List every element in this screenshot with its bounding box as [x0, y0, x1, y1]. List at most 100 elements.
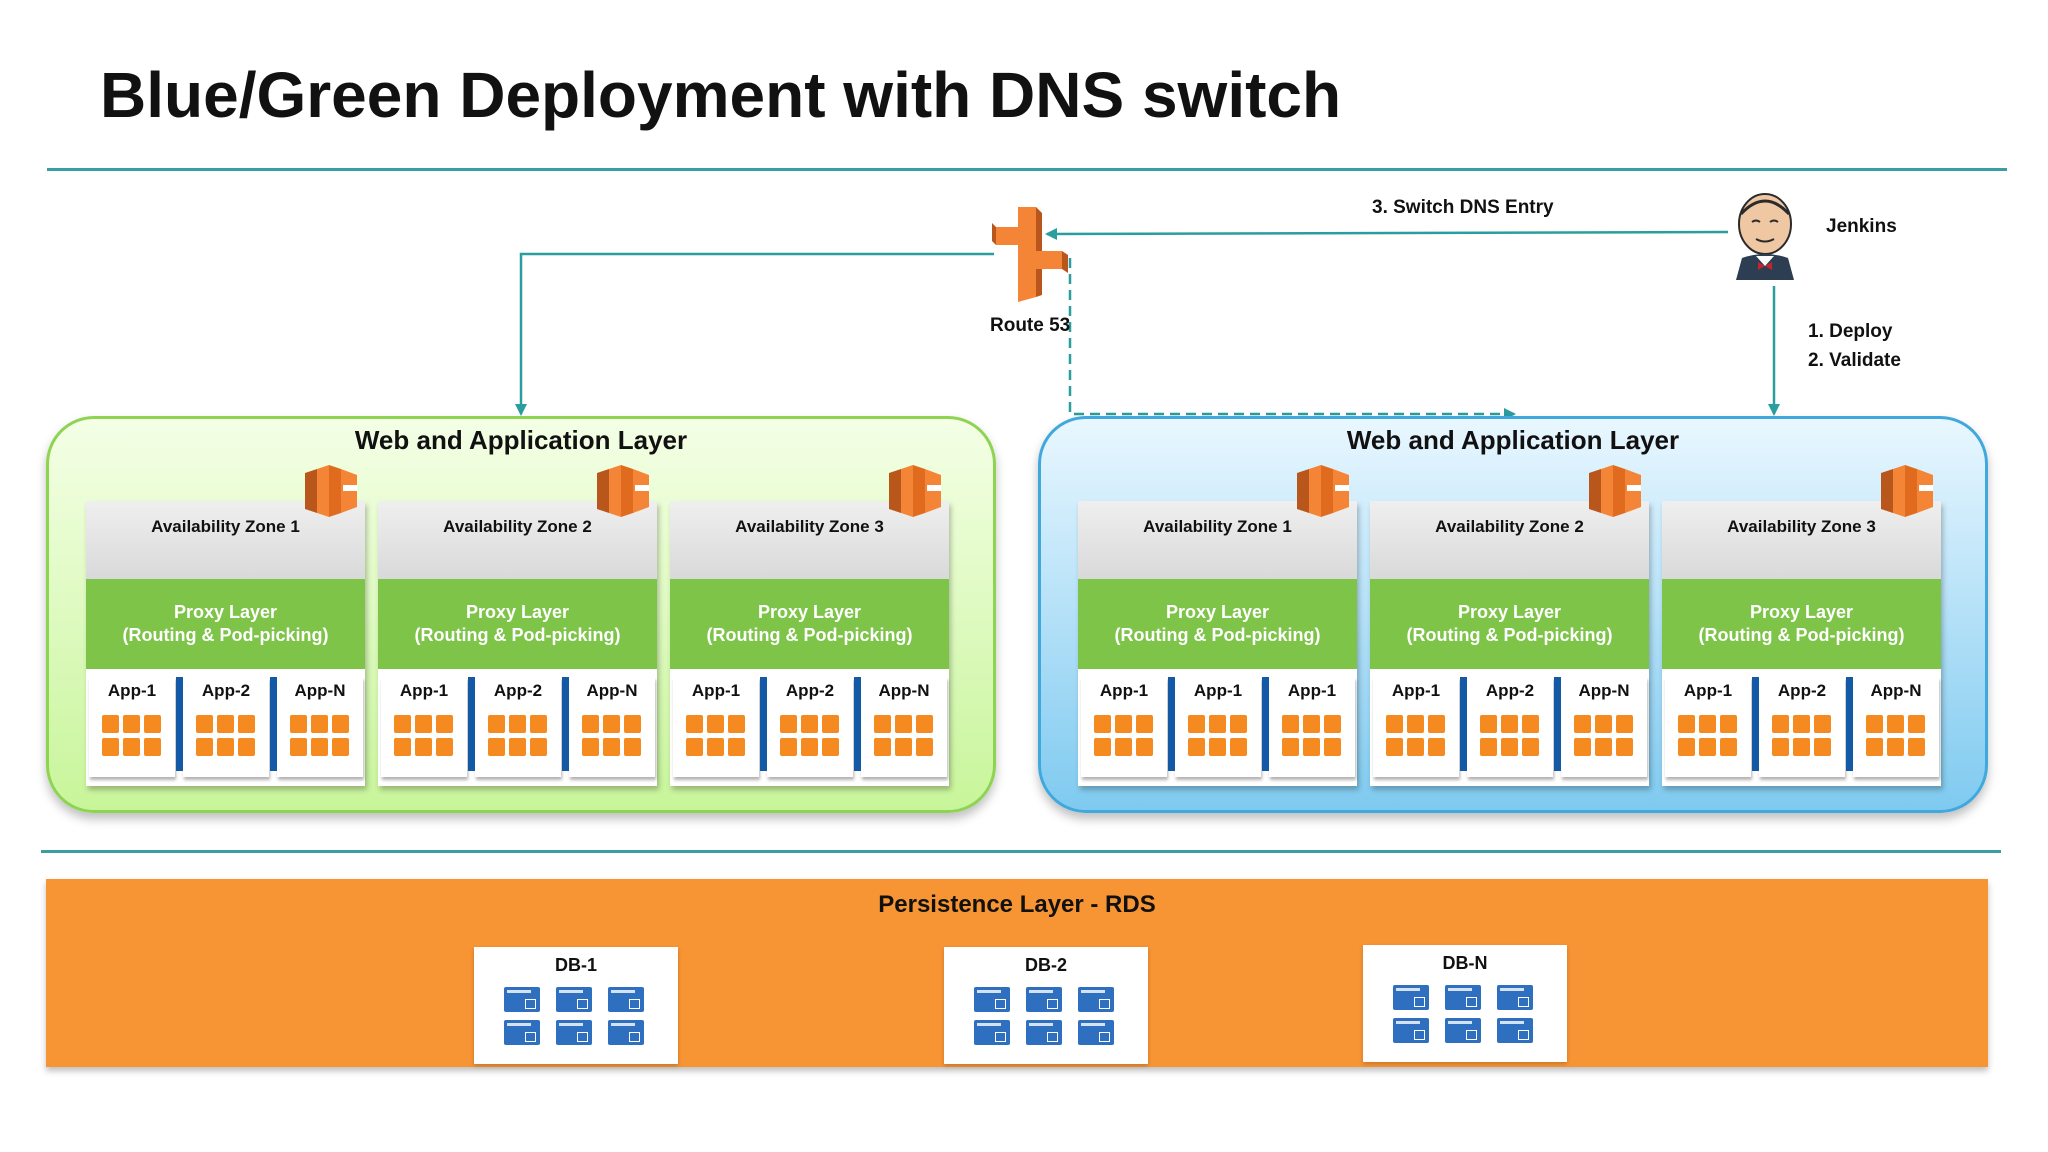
- proxy-layer-title: Proxy Layer: [173, 602, 278, 622]
- pod-grid: [1282, 715, 1342, 763]
- container-pod-icon: [1136, 715, 1153, 733]
- container-pod-icon: [1230, 715, 1247, 733]
- container-pod-icon: [1324, 715, 1341, 733]
- rds-instance-icon: [504, 987, 540, 1012]
- container-pod-icon: [1678, 715, 1695, 733]
- availability-zone-label: Availability Zone 2: [1435, 517, 1584, 536]
- app-label: App-1: [399, 681, 449, 700]
- container-pod-icon: [780, 738, 797, 756]
- container-pod-icon: [1814, 738, 1831, 756]
- container-pod-icon: [332, 715, 349, 733]
- pod-grid: [1574, 715, 1634, 763]
- app-card: App-2: [1759, 677, 1845, 777]
- availability-zone-label: Availability Zone 2: [443, 517, 592, 536]
- proxy-layer: Proxy Layer(Routing & Pod-picking): [1078, 579, 1357, 669]
- container-pod-icon: [1188, 715, 1205, 733]
- bottom-divider: [41, 850, 2001, 853]
- rds-instance-icon: [1026, 987, 1062, 1012]
- pod-grid: [196, 715, 256, 763]
- app-card: App-1: [1269, 677, 1355, 777]
- availability-zone-icon: [305, 463, 357, 519]
- container-pod-icon: [1094, 715, 1111, 733]
- container-pod-icon: [1616, 738, 1633, 756]
- db-icon-grid: [1393, 985, 1543, 1055]
- container-pod-icon: [1699, 715, 1716, 733]
- container-pod-icon: [102, 715, 119, 733]
- jenkins-avatar-icon: [1736, 193, 1794, 280]
- proxy-layer-subtitle: (Routing & Pod-picking): [1406, 625, 1613, 645]
- container-pod-icon: [1209, 715, 1226, 733]
- rds-instance-icon: [1393, 1018, 1429, 1043]
- container-pod-icon: [1428, 715, 1445, 733]
- app-label: App-1: [691, 681, 741, 700]
- pod-grid: [1678, 715, 1738, 763]
- pod-grid: [488, 715, 548, 763]
- app-card: App-2: [1467, 677, 1553, 777]
- availability-zone-header: Availability Zone 2: [378, 465, 657, 579]
- availability-zone-header: Availability Zone 3: [670, 465, 949, 579]
- container-pod-icon: [728, 715, 745, 733]
- db-instance: DB-1: [474, 947, 678, 1064]
- container-pod-icon: [1574, 738, 1591, 756]
- container-pod-icon: [488, 738, 505, 756]
- container-pod-icon: [1386, 715, 1403, 733]
- app-separator: [1554, 677, 1561, 771]
- container-pod-icon: [332, 738, 349, 756]
- availability-zone-label: Availability Zone 3: [1727, 517, 1876, 536]
- blue-environment: Web and Application Layer Availability Z…: [46, 416, 996, 813]
- proxy-layer-title: Proxy Layer: [1457, 602, 1562, 622]
- app-card: App-1: [1175, 677, 1261, 777]
- container-pod-icon: [415, 738, 432, 756]
- container-pod-icon: [686, 715, 703, 733]
- app-label: App-N: [294, 681, 346, 700]
- container-pod-icon: [238, 738, 255, 756]
- route53-node: [992, 207, 1072, 302]
- app-card: App-N: [277, 677, 363, 777]
- availability-zone-icon: [889, 463, 941, 519]
- app-label: App-2: [201, 681, 251, 700]
- container-pod-icon: [217, 715, 234, 733]
- container-pod-icon: [780, 715, 797, 733]
- top-divider: [47, 168, 2007, 171]
- availability-zone: Availability Zone 3 Proxy Layer(Routing &…: [1662, 465, 1941, 786]
- pod-grid: [874, 715, 934, 763]
- container-pod-icon: [1720, 715, 1737, 733]
- availability-zone-header: Availability Zone 1: [1078, 465, 1357, 579]
- rds-instance-icon: [1026, 1020, 1062, 1045]
- container-pod-icon: [1908, 738, 1925, 756]
- rds-instance-icon: [1497, 1018, 1533, 1043]
- rds-instance-icon: [1078, 987, 1114, 1012]
- app-separator: [176, 677, 183, 771]
- jenkins-node: [1732, 184, 1798, 280]
- container-pod-icon: [1136, 738, 1153, 756]
- container-pod-icon: [1386, 738, 1403, 756]
- container-pod-icon: [1772, 715, 1789, 733]
- container-pod-icon: [1428, 738, 1445, 756]
- jenkins-to-route53-arrow: [1045, 227, 1729, 240]
- rds-instance-icon: [1078, 1020, 1114, 1045]
- db-icon-grid: [504, 987, 654, 1057]
- db-icon-grid: [974, 987, 1124, 1057]
- container-pod-icon: [1282, 715, 1299, 733]
- app-card: App-2: [475, 677, 561, 777]
- container-pod-icon: [144, 738, 161, 756]
- app-separator: [854, 677, 861, 771]
- app-card: App-1: [673, 677, 759, 777]
- proxy-layer: Proxy Layer(Routing & Pod-picking): [1662, 579, 1941, 669]
- container-pod-icon: [196, 738, 213, 756]
- pod-grid: [582, 715, 642, 763]
- container-pod-icon: [624, 715, 641, 733]
- app-separator: [760, 677, 767, 771]
- pod-grid: [780, 715, 840, 763]
- jenkins-label: Jenkins: [1826, 216, 1897, 237]
- app-label: App-N: [1578, 681, 1630, 700]
- container-pod-icon: [394, 715, 411, 733]
- proxy-layer-title: Proxy Layer: [465, 602, 570, 622]
- container-pod-icon: [582, 715, 599, 733]
- container-pod-icon: [801, 738, 818, 756]
- app-separator: [1262, 677, 1269, 771]
- availability-zone-icon: [1589, 463, 1641, 519]
